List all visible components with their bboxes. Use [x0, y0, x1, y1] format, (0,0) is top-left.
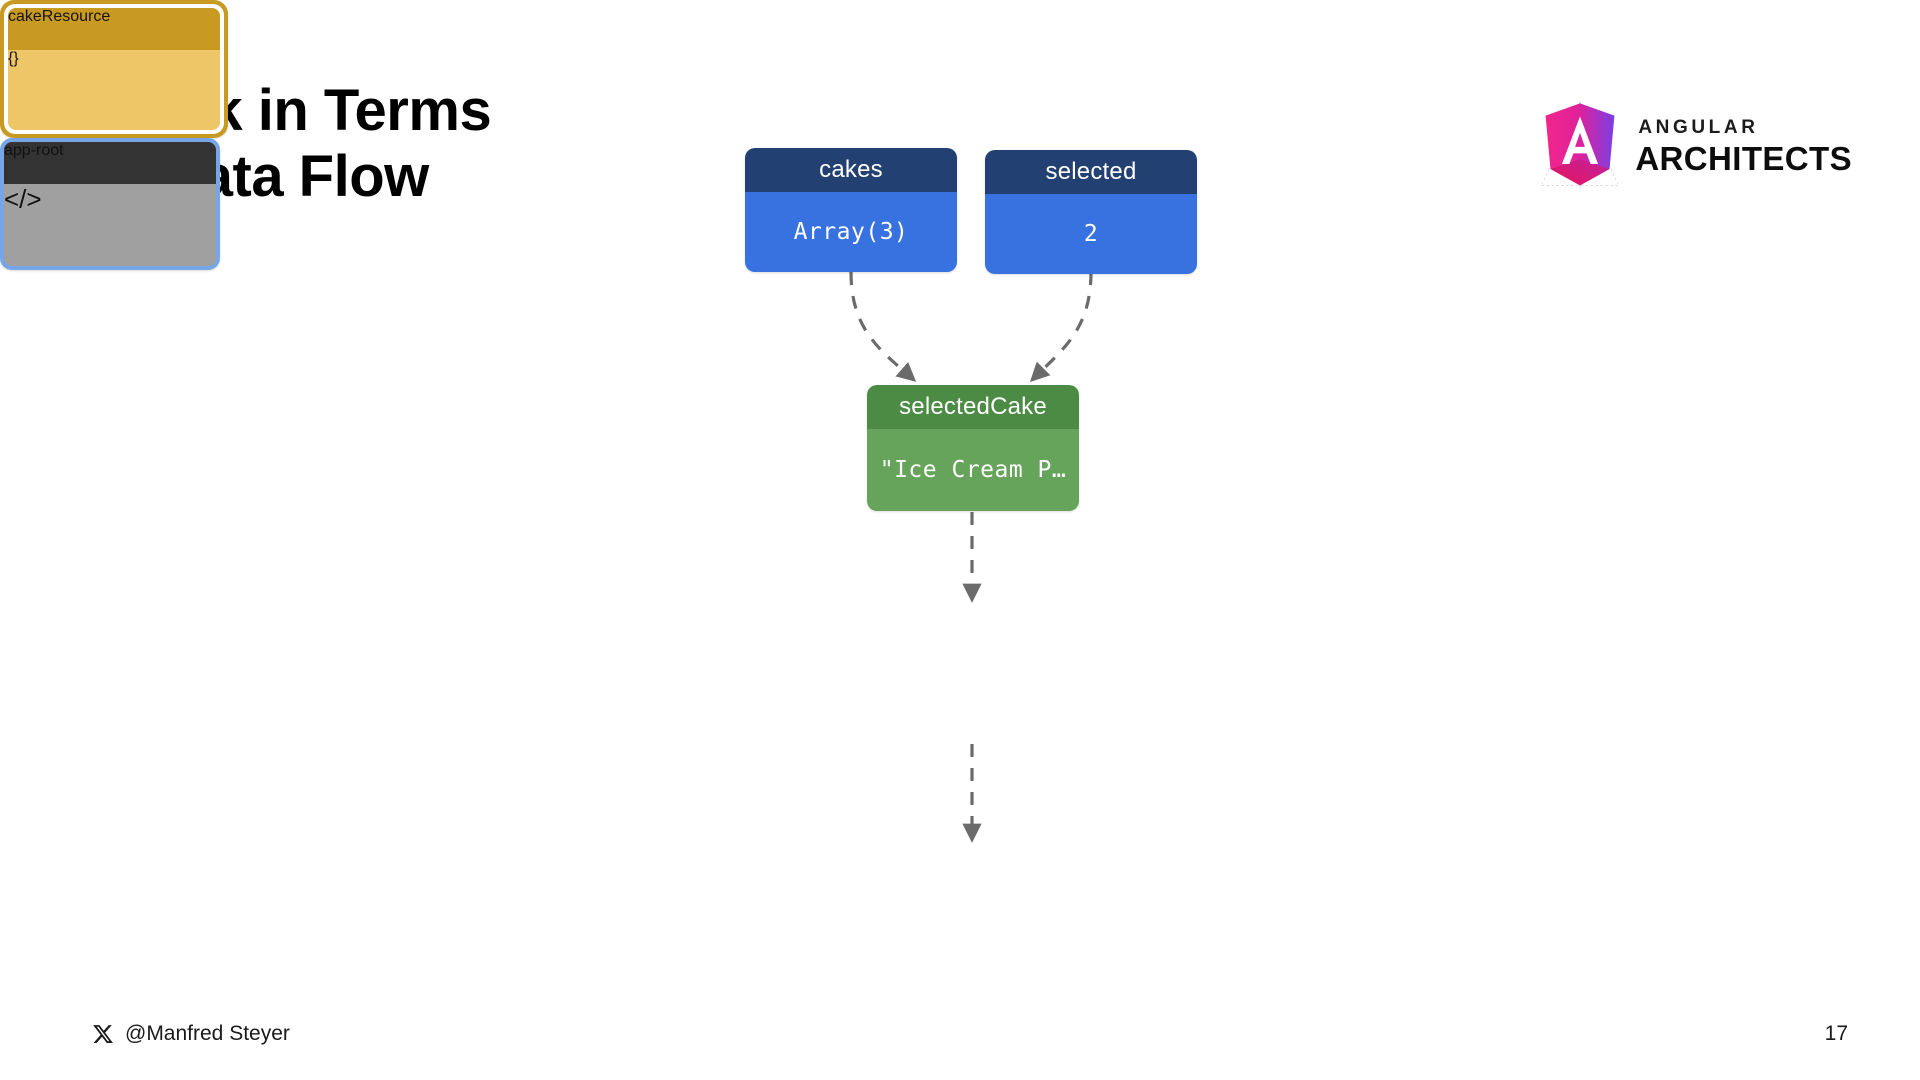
node-selectedcake[interactable]: selectedCake "Ice Cream P…: [867, 385, 1079, 511]
node-selected-title: selected: [985, 150, 1197, 194]
footer-author: @Manfred Steyer: [92, 1022, 290, 1046]
node-cakeresource-value: {}: [8, 50, 220, 130]
node-cakeresource-title: cakeResource: [8, 8, 220, 50]
edge-selected-to-selectedcake: [1029, 271, 1093, 383]
node-approot-title: app-root: [4, 142, 216, 184]
node-selectedcake-title: selectedCake: [867, 385, 1079, 429]
node-cakeresource[interactable]: cakeResource {}: [0, 0, 228, 138]
node-approot[interactable]: app-root </>: [0, 138, 220, 270]
footer-handle: @Manfred Steyer: [125, 1022, 290, 1045]
logo-text-angular: ANGULAR: [1638, 116, 1759, 138]
node-selected-value: 2: [985, 194, 1197, 274]
node-approot-value: </>: [4, 184, 216, 266]
angular-architects-logo: ANGULAR ARCHITECTS: [1539, 100, 1852, 192]
angular-shield-icon: [1539, 100, 1621, 192]
node-selectedcake-value: "Ice Cream P…: [867, 429, 1079, 511]
node-selected[interactable]: selected 2: [985, 150, 1197, 274]
x-twitter-icon: [93, 1025, 113, 1043]
node-cakeresource-ring: cakeResource {}: [4, 4, 224, 134]
edge-cakes-to-selectedcake: [849, 271, 917, 382]
node-cakes-value: Array(3): [745, 192, 957, 272]
node-cakeresource-inner: cakeResource {}: [8, 8, 220, 130]
node-cakes-title: cakes: [745, 148, 957, 192]
logo-text-architects: ARCHITECTS: [1635, 139, 1852, 177]
node-cakes[interactable]: cakes Array(3): [745, 148, 957, 272]
page-number: 17: [1824, 1022, 1848, 1045]
